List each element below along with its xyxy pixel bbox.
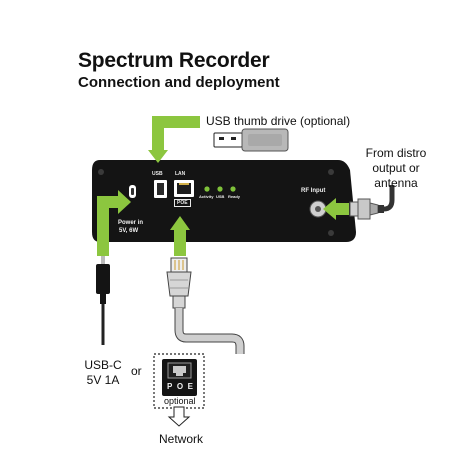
lan-port-label: LAN: [175, 171, 186, 177]
from-distro-line-2: output or: [372, 161, 420, 175]
usb-c-cable: [96, 256, 110, 345]
network-label: Network: [159, 432, 204, 446]
led-label-activity: Activity: [199, 194, 214, 199]
arrow-rf: [323, 198, 349, 220]
led-activity: [204, 186, 210, 192]
device-screw: [328, 230, 334, 236]
arrow-usb-c: [97, 190, 131, 256]
poe-letter-e: E: [187, 382, 193, 391]
device-screw: [328, 169, 334, 175]
usb-drive-label: USB thumb drive (optional): [206, 114, 351, 128]
usb-c-line-1: USB-C: [84, 358, 122, 372]
network-arrow: [167, 406, 191, 427]
led-usb: [217, 186, 223, 192]
led-ready: [230, 186, 236, 192]
or-label: or: [131, 364, 142, 378]
led-label-ready: Ready: [228, 194, 241, 199]
poe-letter-o: O: [176, 382, 184, 391]
from-distro-line-1: From distro: [365, 146, 427, 160]
arrow-usb-drive: [148, 116, 200, 163]
diagram-subtitle: Connection and deployment: [78, 74, 280, 91]
power-spec-label: 5V, 6W: [119, 228, 139, 234]
usb-thumb-drive: [213, 128, 289, 152]
poe-letters: P O E: [167, 382, 193, 391]
usb-port-label: USB: [152, 171, 163, 177]
from-distro-line-3: antenna: [374, 176, 418, 190]
arrow-lan: [170, 216, 190, 256]
poe-label: POE: [174, 199, 191, 207]
usb-c-label: USB-C 5V 1A: [84, 358, 122, 388]
device-screw: [98, 169, 104, 175]
rf-cable: [349, 185, 395, 220]
power-in-label: Power in: [118, 220, 144, 226]
from-distro-label: From distro output or antenna: [346, 146, 446, 191]
poe-letter-p: P: [167, 382, 173, 391]
diagram-title: Spectrum Recorder: [78, 49, 270, 72]
led-label-usb: USB: [216, 194, 225, 199]
optional-label: optional: [164, 396, 196, 406]
rf-input-label: RF Input: [301, 188, 326, 194]
usb-c-line-2: 5V 1A: [86, 373, 120, 387]
ethernet-cable: [166, 257, 245, 354]
